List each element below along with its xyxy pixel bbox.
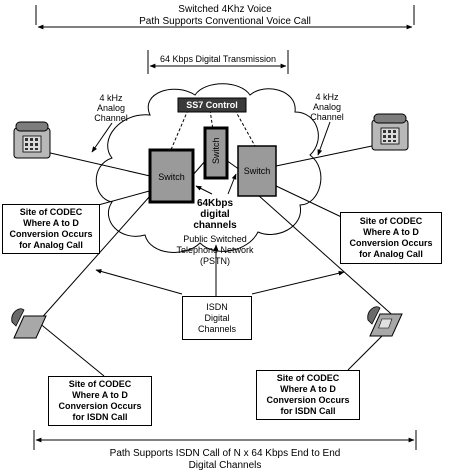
switch-center: [203, 126, 229, 180]
bottom-span-arrow: [33, 430, 417, 450]
ss7-control-box: [177, 97, 247, 113]
switch-left: [148, 148, 195, 204]
digital-span-label: 64 Kbps Digital Transmission: [159, 54, 277, 64]
analog-channel-label-left: 4 kHz Analog Channel: [94, 93, 128, 123]
codec-analog-left-box: Site of CODEC Where A to D Conversion Oc…: [2, 204, 100, 254]
ss7-control-label: SS7 Control: [186, 100, 238, 110]
digital-span-arrow: [147, 50, 289, 74]
isdn-channels-box: ISDN Digital Channels: [182, 296, 252, 340]
switch-right: [237, 145, 277, 197]
digital-channels-label: 64Kbps digital channels: [193, 198, 237, 231]
analog-phone-right-icon: [371, 113, 409, 151]
switch-center-label: Switch: [211, 137, 221, 164]
bottom-span-label: Path Supports ISDN Call of N x 64 Kbps E…: [109, 448, 341, 471]
isdn-lines: [37, 194, 399, 377]
top-span-label: Switched 4Khz Voice Path Supports Conven…: [139, 4, 311, 27]
isdn-phone-left-icon: [11, 308, 47, 339]
switch-right-label: Switch: [243, 166, 271, 176]
codec-analog-right-box: Site of CODEC Where A to D Conversion Oc…: [340, 212, 442, 264]
switch-left-label: Switch: [158, 172, 185, 182]
codec-isdn-right-box: Site of CODEC Where A to D Conversion Oc…: [256, 370, 360, 420]
pstn-label: Public Switched Telephone Network (PSTN): [176, 234, 254, 266]
top-span-arrow: [35, 5, 415, 30]
analog-lines: [45, 145, 373, 177]
analog-phone-left-icon: [13, 121, 51, 159]
isdn-phone-right-icon: [367, 306, 403, 337]
analog-channel-label-right: 4 kHz Analog Channel: [310, 92, 344, 122]
codec-isdn-left-box: Site of CODEC Where A to D Conversion Oc…: [48, 376, 152, 426]
